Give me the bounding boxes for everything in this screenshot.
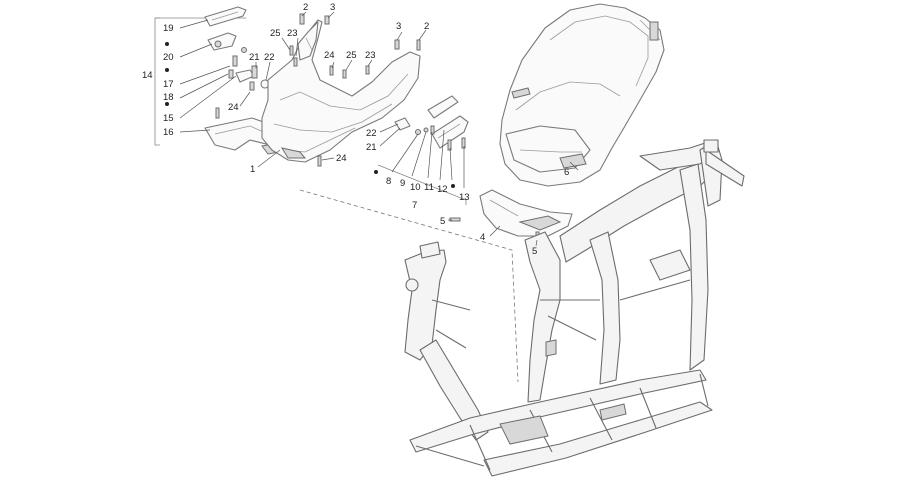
callout-5a: 5 xyxy=(440,216,445,227)
bullet-dots xyxy=(165,42,455,188)
part-3-clip-b[interactable] xyxy=(394,39,400,50)
callout-10: 10 xyxy=(410,182,421,193)
part-21-22-left[interactable] xyxy=(249,65,270,91)
callout-2a: 2 xyxy=(303,2,308,13)
group-7-cover-parts xyxy=(377,95,469,205)
part-2-screw-b[interactable] xyxy=(416,39,421,51)
part-upper-trim[interactable] xyxy=(427,95,459,119)
callout-7: 7 xyxy=(412,200,417,211)
callout-1: 1 xyxy=(250,164,255,175)
callout-8: 8 xyxy=(386,176,391,187)
callout-3a: 3 xyxy=(330,2,335,13)
part-24-bolt-left[interactable] xyxy=(215,107,220,119)
leader-lines xyxy=(179,11,579,247)
part-6-front-shield[interactable] xyxy=(499,3,665,187)
part-9-nut[interactable] xyxy=(423,127,429,133)
callout-14: 14 xyxy=(142,70,153,81)
shield-hardware xyxy=(289,13,421,167)
part-11-cover[interactable] xyxy=(431,115,469,149)
callout-24b: 24 xyxy=(324,50,335,61)
part-20-bracket[interactable] xyxy=(207,32,237,51)
callout-22b: 22 xyxy=(366,128,377,139)
callout-4: 4 xyxy=(480,232,485,243)
part-23-nut-b[interactable] xyxy=(365,65,370,75)
callout-25a: 25 xyxy=(270,28,281,39)
callout-2b: 2 xyxy=(424,21,429,32)
part-25-screw-a[interactable] xyxy=(289,45,294,56)
part-bolt-18[interactable] xyxy=(228,69,234,79)
callout-21b: 21 xyxy=(366,142,377,153)
part-12-screw[interactable] xyxy=(447,139,452,151)
callout-3b: 3 xyxy=(396,21,401,32)
callout-16: 16 xyxy=(163,127,174,138)
part-3-clip-a[interactable] xyxy=(324,15,330,25)
callout-24c: 24 xyxy=(336,153,347,164)
callout-19: 19 xyxy=(163,23,174,34)
dashed-assembly-line xyxy=(299,189,519,383)
callout-13: 13 xyxy=(459,192,470,203)
part-2-screw-a[interactable] xyxy=(299,13,305,25)
callout-17: 17 xyxy=(163,79,174,90)
callout-23b: 23 xyxy=(365,50,376,61)
callout-6: 6 xyxy=(564,167,569,178)
part-19-handle[interactable] xyxy=(204,6,247,27)
callout-18: 18 xyxy=(163,92,174,103)
part-bolt-17[interactable] xyxy=(232,55,238,67)
callout-20: 20 xyxy=(163,52,174,63)
callout-22a: 22 xyxy=(264,52,275,63)
part-4-lower-cover[interactable] xyxy=(479,189,573,237)
callout-24a: 24 xyxy=(228,102,239,113)
callout-21a: 21 xyxy=(249,52,260,63)
part-8-washer[interactable] xyxy=(415,129,421,135)
part-10-screw[interactable] xyxy=(430,125,435,135)
scooter-frame[interactable] xyxy=(404,139,745,477)
callout-12: 12 xyxy=(437,184,448,195)
fastener-group-left xyxy=(228,47,255,83)
callout-23a: 23 xyxy=(287,28,298,39)
callout-5b: 5 xyxy=(532,246,537,257)
part-23-nut-a[interactable] xyxy=(293,57,298,67)
callout-15: 15 xyxy=(163,113,174,124)
part-25-screw-b[interactable] xyxy=(342,69,347,79)
callout-9: 9 xyxy=(400,178,405,189)
part-5-screw-a[interactable] xyxy=(449,217,461,222)
part-24-bolt-c[interactable] xyxy=(317,155,322,167)
part-1-leg-shield[interactable] xyxy=(261,19,421,163)
callout-11: 11 xyxy=(424,182,434,193)
part-22-grommet[interactable] xyxy=(394,117,411,131)
part-13-screw[interactable] xyxy=(461,137,466,149)
callout-25b: 25 xyxy=(346,50,357,61)
part-24-bolt-b[interactable] xyxy=(329,65,334,76)
callout-labels: 19 20 14 17 18 15 16 21 22 24 25 23 2 3 … xyxy=(142,2,569,257)
part-latch[interactable] xyxy=(235,69,255,83)
